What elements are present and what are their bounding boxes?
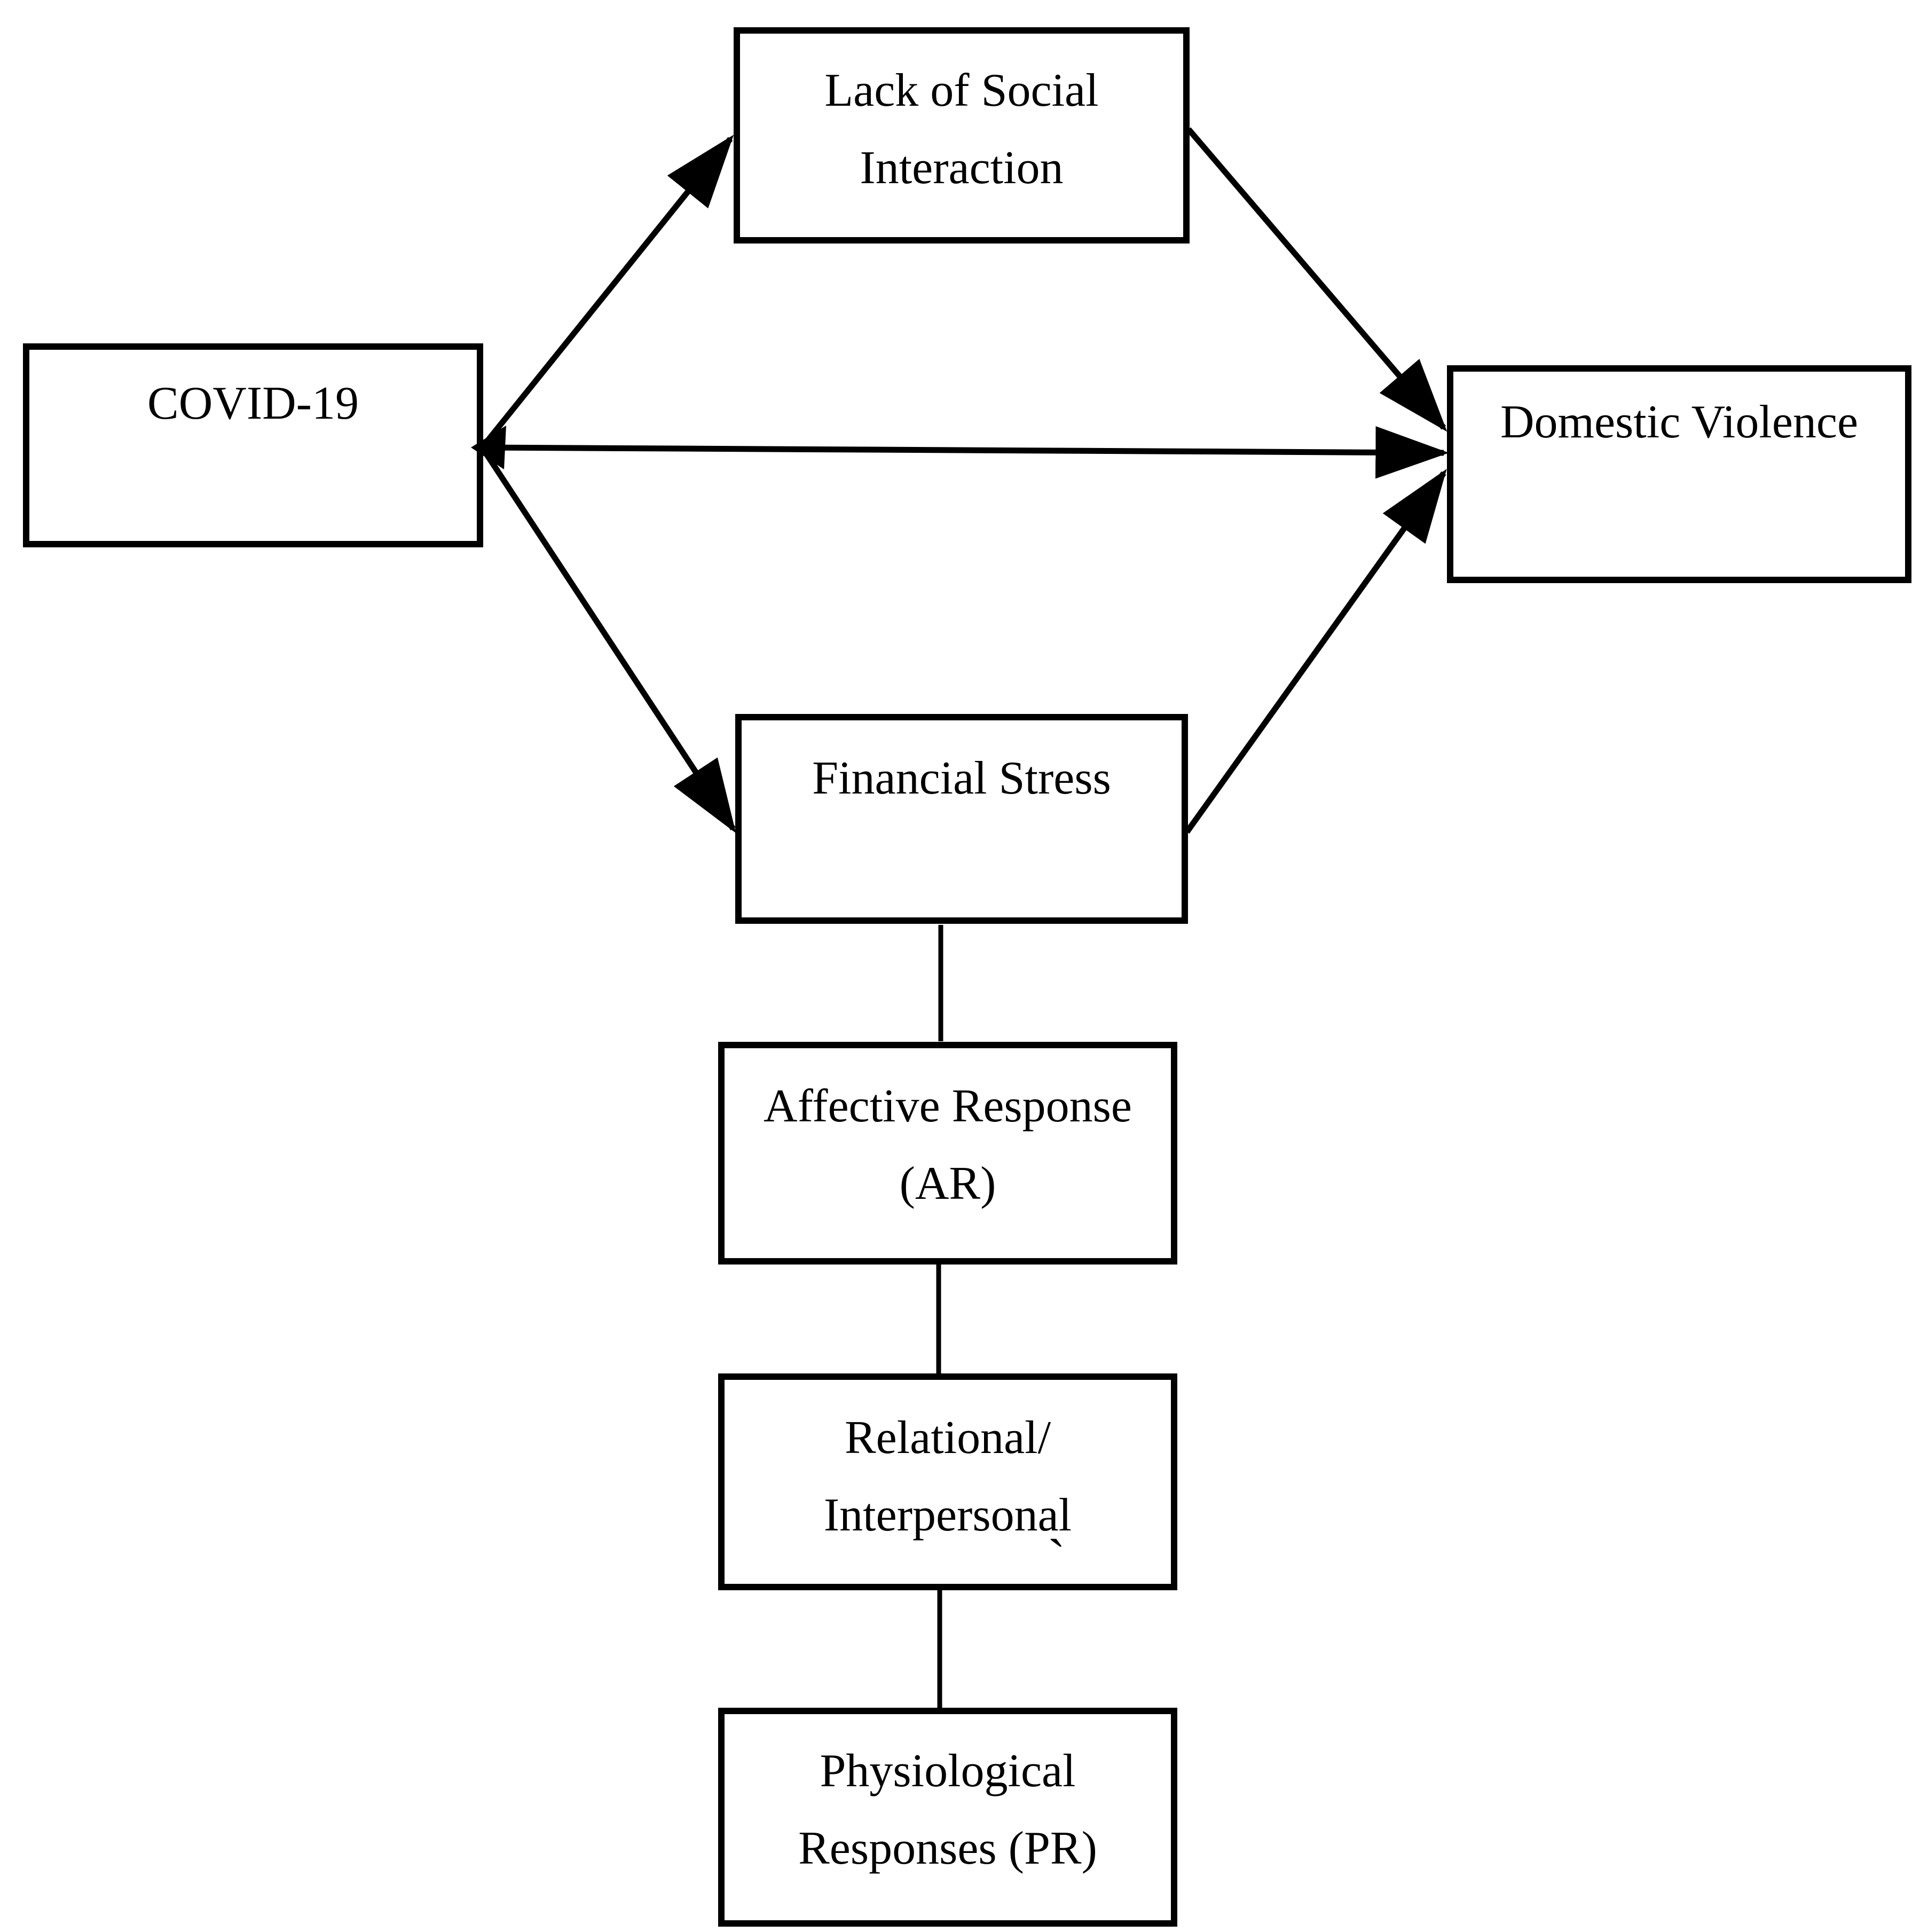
node-lack-social-text-line1: Lack of Social [824, 65, 1099, 116]
node-lack-social-text-line2: Interaction [860, 142, 1064, 194]
node-domestic-violence-box [1447, 365, 1911, 583]
node-financial-stress-box [735, 714, 1188, 924]
edge-convergence-wedge [471, 426, 506, 469]
node-relational-text-line1: Relational/ [844, 1412, 1051, 1464]
node-physiological-label: Physiological Responses (PR) [718, 1708, 1177, 1887]
node-lack-social-box [734, 27, 1190, 244]
node-covid-text: COVID-19 [147, 378, 359, 429]
edge-covid-to-lack-social [479, 135, 734, 450]
node-affective-response-text-line2: (AR) [899, 1158, 996, 1210]
node-physiological-box [718, 1708, 1177, 1927]
node-relational-label: Relational/ Interpersonal [718, 1373, 1177, 1554]
node-financial-stress-text: Financial Stress [812, 752, 1111, 804]
node-relational-box [718, 1373, 1177, 1590]
node-financial-stress-label: Financial Stress [735, 714, 1188, 817]
node-domestic-violence-text: Domestic Violence [1500, 396, 1858, 448]
node-affective-response-label: Affective Response (AR) [718, 1042, 1177, 1222]
stray-grave-mark: ` [1048, 1528, 1066, 1588]
node-affective-response-box [718, 1042, 1177, 1265]
node-lack-social-label: Lack of Social Interaction [734, 27, 1190, 207]
node-covid-label: COVID-19 [23, 343, 483, 442]
edge-covid-to-financial-stress [479, 445, 736, 834]
node-covid-box [23, 343, 483, 547]
node-relational-text-line2: Interpersonal [823, 1489, 1072, 1541]
node-domestic-violence-label: Domestic Violence [1447, 365, 1911, 461]
edge-financial-stress-to-domestic-violence [1184, 469, 1447, 834]
node-affective-response-text-line1: Affective Response [764, 1080, 1132, 1132]
edge-lack-social-to-domestic-violence [1186, 127, 1447, 432]
node-physiological-text-line2: Responses (PR) [798, 1823, 1097, 1874]
node-physiological-text-line1: Physiological [820, 1745, 1076, 1797]
edge-covid-to-domestic-violence [482, 426, 1449, 479]
